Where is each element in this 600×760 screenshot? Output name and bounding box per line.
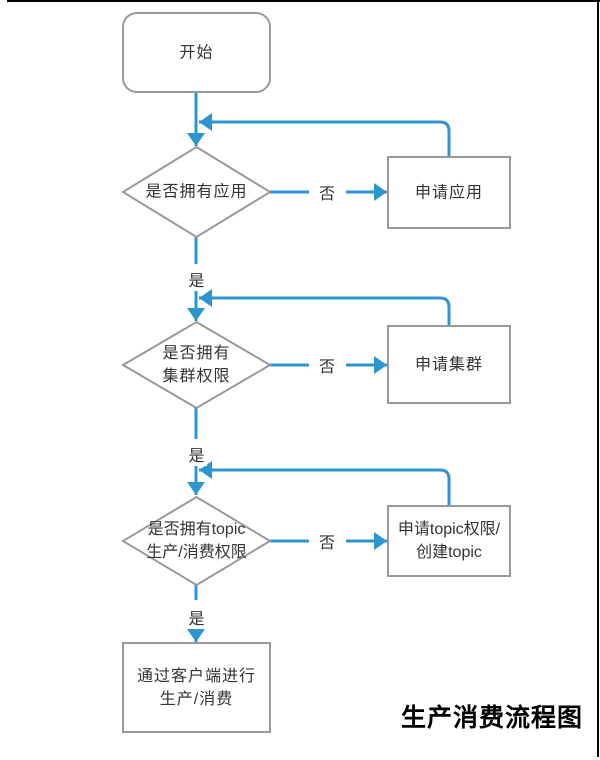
frame-top-border <box>7 0 600 2</box>
edge-label-yes-2: 是 <box>186 442 207 466</box>
edge-label-yes-1: 是 <box>186 267 207 291</box>
edge-loop-apply-cluster-back <box>199 289 451 327</box>
node-check-app <box>121 145 272 239</box>
node-produce <box>122 642 271 733</box>
node-check-app-label: 是否拥有应用 <box>145 183 248 201</box>
node-check-topic <box>121 495 272 587</box>
node-start-label: 开始 <box>179 44 214 61</box>
node-check-topic-label: 是否拥有topic 生产/消费权限 <box>146 521 247 561</box>
frame-right-border <box>597 0 599 757</box>
node-apply-topic <box>387 505 511 577</box>
node-start <box>122 12 271 93</box>
node-apply-cluster <box>387 325 511 404</box>
node-apply-app-label: 申请应用 <box>414 184 484 201</box>
edge-label-yes-3: 是 <box>186 605 207 629</box>
edge-loop-apply-topic-back <box>199 461 451 507</box>
node-check-cluster <box>121 320 272 410</box>
node-apply-topic-label: 申请topic权限/ 创建topic <box>397 521 501 561</box>
edge-label-no-2: 否 <box>316 353 338 377</box>
edge-label-no-1: 否 <box>316 180 338 204</box>
edge-loop-apply-app-back <box>199 113 451 158</box>
edge-label-no-3: 否 <box>316 529 338 553</box>
node-apply-app <box>387 156 511 229</box>
node-produce-label: 通过客户端进行 生产/消费 <box>136 667 257 708</box>
node-check-cluster-label: 是否拥有 集群权限 <box>162 345 231 385</box>
node-apply-cluster-label: 申请集群 <box>414 356 484 373</box>
diagram-title: 生产消费流程图 <box>400 704 584 732</box>
